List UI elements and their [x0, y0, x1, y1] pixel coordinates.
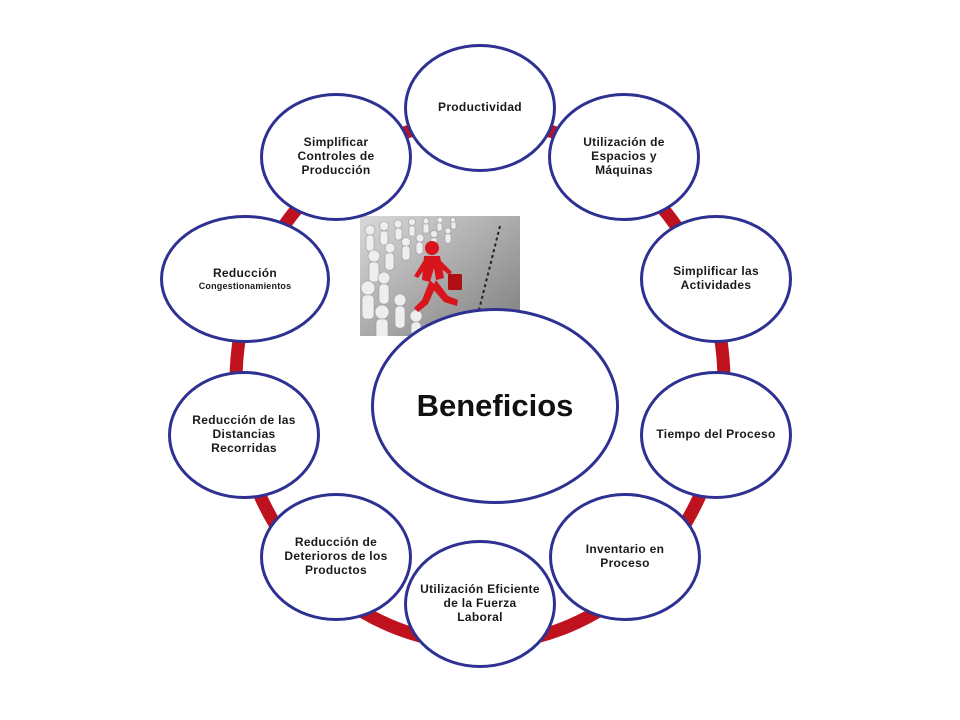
- node-label: Inventario en Proceso: [552, 543, 698, 571]
- node-simplificar-controles: Simplificar Controles de Producción: [260, 93, 412, 221]
- node-label: Simplificar las Actividades: [643, 265, 789, 293]
- center-benefits: Beneficios: [371, 308, 619, 504]
- node-label: Utilización Eficiente de la Fuerza Labor…: [407, 583, 553, 624]
- node-distancias-recorridas: Reducción de las Distancias Recorridas: [168, 371, 320, 499]
- node-label: Reducción de las Distancias Recorridas: [171, 414, 317, 455]
- node-label: Productividad: [426, 101, 534, 115]
- node-label: Reducción de Deterioros de los Productos: [263, 536, 409, 577]
- node-productividad: Productividad: [404, 44, 556, 172]
- node-label-group: Reducción Congestionamientos: [187, 267, 304, 291]
- node-sublabel: Congestionamientos: [199, 281, 292, 291]
- node-label: Utilización de Espacios y Máquinas: [551, 136, 697, 177]
- node-deterioros-productos: Reducción de Deterioros de los Productos: [260, 493, 412, 621]
- node-simplificar-actividades: Simplificar las Actividades: [640, 215, 792, 343]
- node-label: Tiempo del Proceso: [644, 428, 787, 442]
- node-label: Simplificar Controles de Producción: [263, 136, 409, 177]
- node-fuerza-laboral: Utilización Eficiente de la Fuerza Labor…: [404, 540, 556, 668]
- center-label: Beneficios: [417, 388, 574, 424]
- node-label: Reducción: [213, 266, 277, 280]
- node-reduccion-congestionamientos: Reducción Congestionamientos: [160, 215, 330, 343]
- node-inventario-proceso: Inventario en Proceso: [549, 493, 701, 621]
- node-utilizacion-espacios: Utilización de Espacios y Máquinas: [548, 93, 700, 221]
- node-tiempo-proceso: Tiempo del Proceso: [640, 371, 792, 499]
